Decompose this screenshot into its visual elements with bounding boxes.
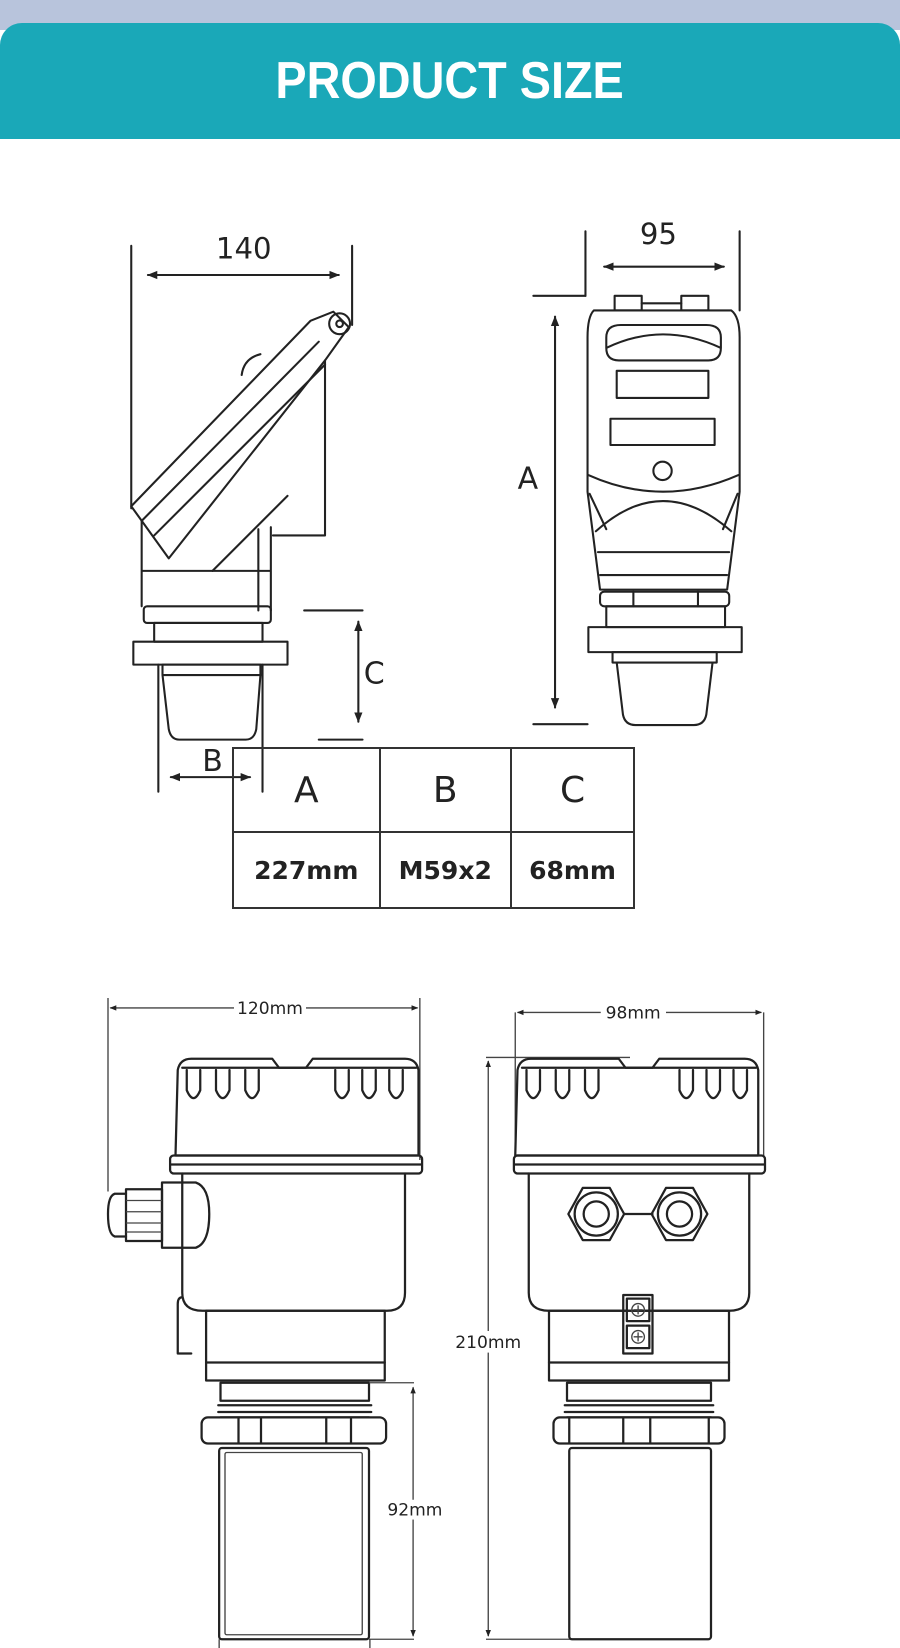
thread-label: G2 xyxy=(280,1645,304,1648)
table-header-row: A B C xyxy=(232,747,635,833)
header-a: A xyxy=(232,747,381,833)
front-width-98-label: 98mm xyxy=(606,1003,661,1023)
sensor-length-label: 92mm xyxy=(387,1501,442,1521)
a-label: A xyxy=(518,461,539,496)
sensor-cap-right xyxy=(514,1057,760,1157)
header-b: B xyxy=(378,747,513,833)
terminal-screws-icon xyxy=(622,1293,654,1355)
c-label: C xyxy=(364,656,385,691)
sensor-cap-left xyxy=(174,1057,420,1157)
dimension-table: A B C 227mm M59x2 68mm xyxy=(232,747,635,909)
table-row: 227mm M59x2 68mm xyxy=(232,831,635,909)
page-title: PRODUCT SIZE xyxy=(275,52,625,110)
cable-glands-icon xyxy=(567,1186,709,1242)
value-a: 227mm xyxy=(232,831,381,909)
bottom-drawings: 120mm 92mm G2 xyxy=(106,998,767,1648)
header-banner: PRODUCT SIZE xyxy=(0,23,900,139)
total-height-label: 210mm xyxy=(455,1333,521,1353)
cable-gland-icon xyxy=(106,1181,211,1249)
b-label: B xyxy=(202,744,223,779)
header-c: C xyxy=(510,747,635,833)
side-width-120-label: 120mm xyxy=(237,999,303,1019)
value-c: 68mm xyxy=(510,831,635,909)
side-view-drawing: 140 B C 95 A xyxy=(130,217,743,793)
side-width-label: 140 xyxy=(216,231,272,265)
value-b: M59x2 xyxy=(378,831,513,909)
front-width-label: 95 xyxy=(640,217,677,251)
